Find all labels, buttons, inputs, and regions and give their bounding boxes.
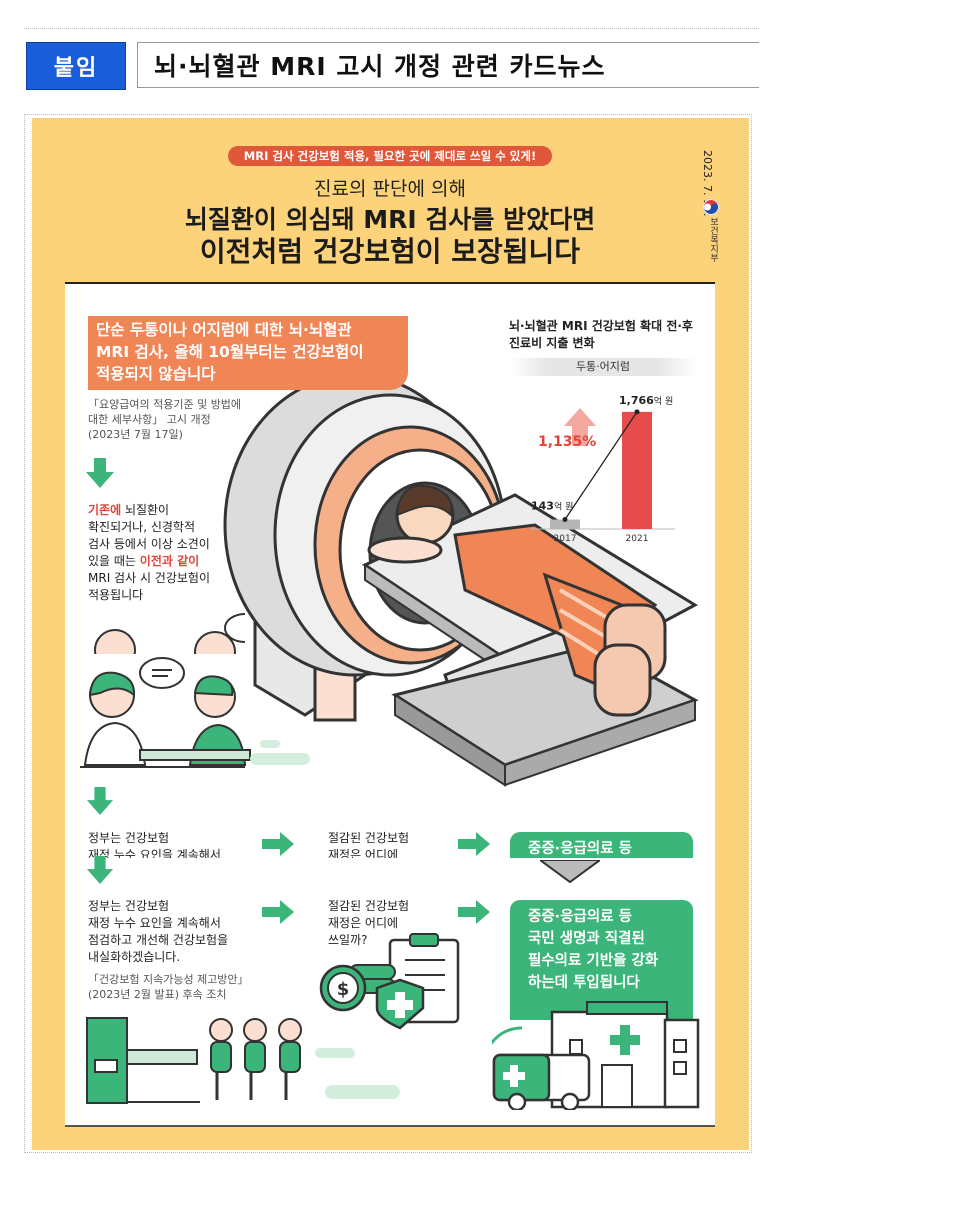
bar-2021 — [622, 411, 652, 529]
notice-box: 단순 두통이나 어지럼에 대한 뇌·뇌혈관 MRI 검사, 올해 10월부터는 … — [88, 316, 408, 390]
point-2017 — [562, 517, 568, 523]
stage-fragment — [540, 860, 600, 884]
box-line: 필수의료 기반을 강화 — [528, 953, 659, 969]
source-line: 「요양급여의 적용기준 및 방법에 — [88, 398, 242, 411]
right-arrow-icon — [458, 900, 490, 924]
right-arrow-icon — [458, 832, 490, 856]
patients-queue-illustration — [86, 1017, 400, 1104]
down-arrow-icon — [86, 856, 114, 884]
chart-title: 뇌·뇌혈관 MRI 건강보험 확대 전·후 진료비 지출 변화 — [509, 318, 693, 352]
ministry-name: 보건복지부 — [708, 217, 718, 262]
point-2021 — [634, 409, 640, 415]
x-tick-label: 2017 — [554, 534, 577, 544]
regulation-source: 「요양급여의 적용기준 및 방법에 대한 세부사항」 고시 개정 (2023년 … — [88, 397, 241, 442]
chart-subtitle: 두통·어지럼 — [510, 358, 696, 376]
down-arrow-icon — [86, 787, 114, 815]
bar-2017 — [550, 519, 580, 529]
spending-bar-chart: 2017 2021 143억 원 1,766억 원 1,135% — [530, 394, 675, 544]
plan-source: 「건강보험 지속가능성 제고방안」 (2023년 2월 발표) 후속 조치 — [88, 972, 249, 1002]
body-text: 재정 누수 요인을 계속해서 — [88, 916, 221, 930]
body-text: 있을 때는 — [88, 554, 140, 568]
consultation-illustration — [80, 657, 310, 768]
notice-line: 단순 두통이나 어지럼에 대한 뇌·뇌혈관 — [96, 321, 352, 339]
notice-line: 적용되지 않습니다 — [96, 365, 216, 383]
top-divider — [24, 28, 759, 29]
essential-care-box: 중증·응급의료 등 국민 생명과 직결된 필수의료 기반을 강화 하는데 투입됩… — [510, 900, 693, 1020]
document-title: 뇌·뇌혈관 MRI 고시 개정 관련 카드뉴스 — [137, 42, 759, 88]
chart-title-line: 뇌·뇌혈관 MRI 건강보험 확대 전·후 — [509, 319, 693, 333]
ghost-green-box: 중증·응급의료 등 — [510, 832, 693, 858]
card-subtitle: 진료의 판단에 의해 — [314, 178, 466, 200]
source-line: 대한 세부사항」 고시 개정 — [88, 413, 211, 426]
body-text: 재정은 어디에 — [328, 848, 399, 858]
source-line: 「건강보험 지속가능성 제고방안」 — [88, 973, 249, 986]
ghost-text-block: 절감된 건강보험 재정은 어디에 — [328, 830, 458, 858]
notice-line: MRI 검사, 올해 10월부터는 건강보험이 — [96, 343, 364, 361]
right-arrow-icon — [262, 900, 294, 924]
chart-title-line: 진료비 지출 변화 — [509, 336, 595, 350]
box-line: 국민 생명과 직결된 — [528, 931, 645, 947]
savings-question-text: 절감된 건강보험 재정은 어디에 쓰일까? — [328, 898, 409, 949]
body-text: MRI 검사 시 건강보험이 — [88, 571, 210, 585]
budget-illustration: $ — [319, 933, 460, 1030]
body-text: 쓰일까? — [328, 933, 368, 947]
ghost-text-block: 정부는 건강보험 재정 누수 요인을 계속해서 — [88, 830, 248, 858]
box-line: 중증·응급의료 등 — [528, 909, 632, 925]
body-text: 절감된 건강보험 — [328, 899, 410, 913]
source-line: (2023년 7월 17일) — [88, 428, 183, 441]
body-text: 재정은 어디에 — [328, 916, 399, 930]
body-text: 뇌질환이 — [121, 503, 170, 517]
body-text: 검사 등에서 이상 소견이 — [88, 537, 210, 551]
mri-scanner-illustration — [223, 375, 699, 787]
existing-coverage-text: 기존에 뇌질환이 확진되거나, 신경학적 검사 등에서 이상 소견이 있을 때는… — [88, 502, 210, 604]
dollar-icon: $ — [337, 979, 350, 1000]
body-text: 정부는 건강보험 — [88, 831, 170, 845]
body-text: 적용됩니다 — [88, 588, 144, 602]
highlight-text: 기존에 — [88, 503, 122, 517]
trend-line — [564, 411, 638, 520]
headline-pill: MRI 검사 건강보험 적용, 필요한 곳에 제대로 쓰일 수 있게! — [228, 146, 552, 166]
image-frame — [24, 114, 752, 1153]
right-arrow-icon — [262, 832, 294, 856]
x-tick-label: 2021 — [626, 534, 649, 544]
government-logo-icon — [702, 198, 720, 216]
body-text: 내실화하겠습니다. — [88, 950, 181, 964]
source-line: (2023년 2월 발표) 후속 조치 — [88, 988, 227, 1001]
body-text: 재정 누수 요인을 계속해서 — [88, 848, 221, 858]
government-plan-text: 정부는 건강보험 재정 누수 요인을 계속해서 점검하고 개선해 건강보험을 내… — [88, 898, 228, 966]
growth-label: 1,135% — [538, 434, 596, 450]
box-line: 하는데 투입됩니다 — [528, 975, 640, 991]
body-text: 점검하고 개선해 건강보험을 — [88, 933, 229, 947]
hospital-ambulance-illustration — [492, 1001, 700, 1110]
highlight-text: 이전과 같이 — [139, 554, 200, 568]
attachment-badge: 붙임 — [26, 42, 126, 90]
card-headline-1: 뇌질환이 의심돼 MRI 검사를 받았다면 — [184, 205, 596, 234]
body-text: 확진되거나, 신경학적 — [88, 520, 195, 534]
growth-arrow-icon — [564, 408, 596, 446]
value-label-2017: 143억 원 — [531, 500, 573, 513]
body-text: 정부는 건강보험 — [88, 899, 170, 913]
card-headline-2: 이전처럼 건강보험이 보장됩니다 — [199, 235, 581, 268]
value-label-2021: 1,766억 원 — [619, 394, 673, 407]
consultation-illustration-fragment — [94, 613, 245, 654]
body-text: 절감된 건강보험 — [328, 831, 410, 845]
down-arrow-icon — [86, 458, 114, 488]
